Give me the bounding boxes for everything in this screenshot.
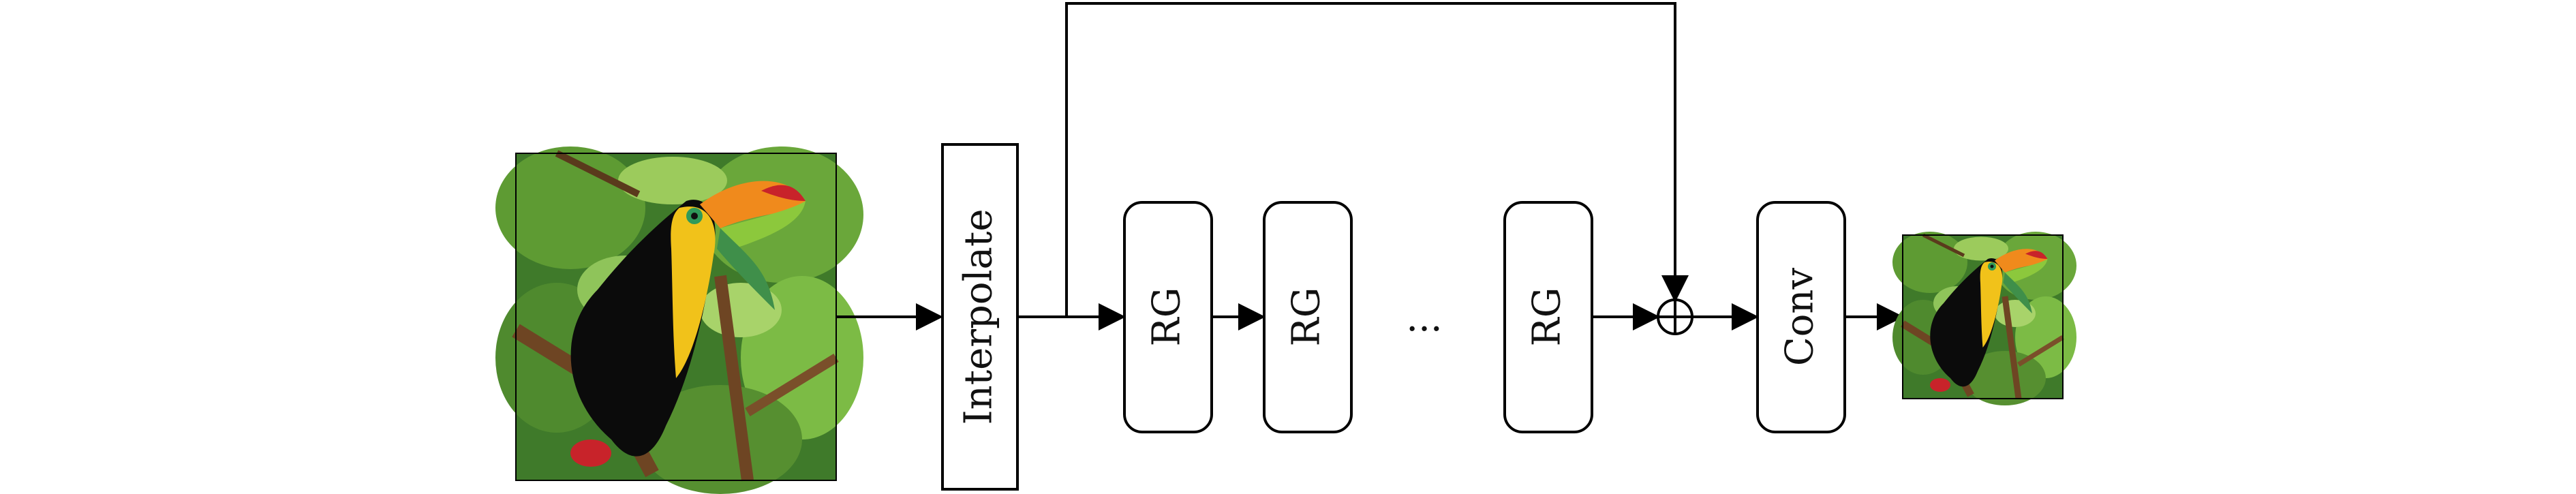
rg-label-2: RG — [1285, 288, 1329, 347]
rg-label-1: RG — [1145, 288, 1189, 347]
rg-block-2: RG — [1263, 201, 1353, 433]
sum-node — [1657, 298, 1693, 335]
rg-block-1: RG — [1123, 201, 1213, 433]
rg-label-3: RG — [1525, 288, 1569, 347]
input-image — [495, 146, 863, 494]
interpolate-block: Interpolate — [941, 143, 1019, 491]
skip-connection — [1065, 2, 1689, 317]
ellipsis: ... — [1406, 296, 1442, 340]
rg-block-3: RG — [1503, 201, 1593, 433]
conv-block: Conv — [1756, 201, 1846, 433]
interpolate-label: Interpolate — [957, 209, 1001, 424]
conv-label: Conv — [1778, 268, 1822, 367]
output-image — [1892, 232, 2076, 405]
